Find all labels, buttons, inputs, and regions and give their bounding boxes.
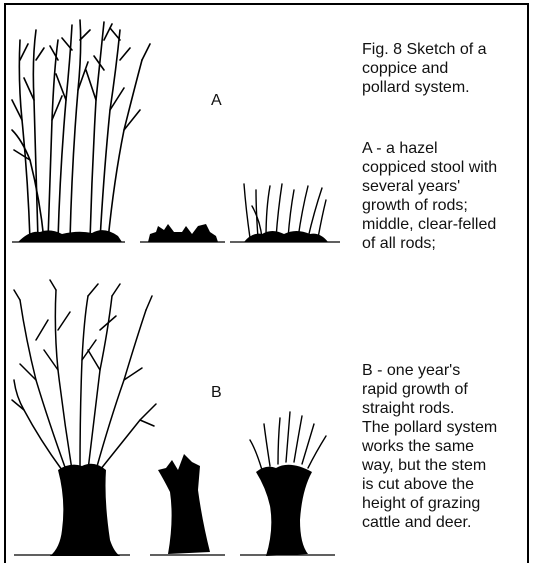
caption-line: pollard system.	[362, 78, 532, 97]
caption-line: coppice and	[362, 59, 532, 78]
caption-line: Fig. 8 Sketch of a	[362, 40, 532, 59]
section-a-description: A - a hazel coppiced stool with several …	[362, 139, 532, 253]
description-line: works the same	[362, 437, 532, 456]
description-line: The pollard system	[362, 418, 532, 437]
coppice-stool-mature	[12, 20, 150, 240]
description-line: B - one year's	[362, 361, 532, 380]
pollard-trunk-mature	[50, 464, 120, 556]
pollard-trunk-regrowth	[256, 465, 312, 556]
pollard-regrowth	[250, 412, 326, 470]
pollard-crown-mature	[12, 280, 156, 470]
description-line: growth of rods;	[362, 196, 532, 215]
clear-felled-stool	[148, 224, 218, 242]
description-line: middle, clear-felled	[362, 215, 532, 234]
description-line: rapid growth of	[362, 380, 532, 399]
description-line: way, but the stem	[362, 456, 532, 475]
coppice-stool-base-right	[244, 231, 328, 242]
description-line: cattle and deer.	[362, 513, 532, 532]
pollard-trunk-cut	[158, 454, 210, 554]
description-line: is cut above the	[362, 475, 532, 494]
description-line: straight rods.	[362, 399, 532, 418]
description-line: of all rods;	[362, 234, 532, 253]
label-a: A	[211, 92, 222, 110]
description-line: A - a hazel	[362, 139, 532, 158]
figure-caption: Fig. 8 Sketch of a coppice and pollard s…	[362, 40, 532, 97]
section-b-description: B - one year's rapid growth of straight …	[362, 361, 532, 532]
description-line: coppiced stool with	[362, 158, 532, 177]
description-line: height of grazing	[362, 494, 532, 513]
label-b: B	[211, 384, 222, 402]
coppice-regrowth	[244, 184, 326, 238]
description-line: several years'	[362, 177, 532, 196]
